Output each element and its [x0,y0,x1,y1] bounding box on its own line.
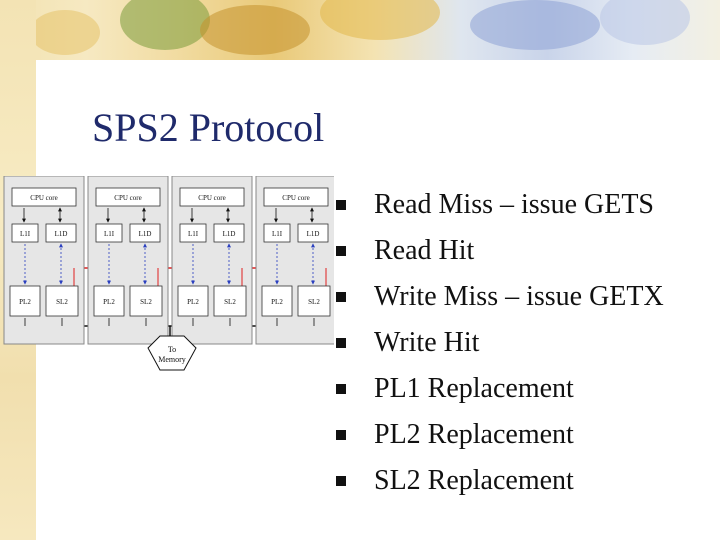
sl2-label: SL2 [224,298,236,306]
l1i-cache-box [179,223,207,243]
bullet-text: SL2 Replacement [374,465,574,496]
cpu-core-label: CPU core [30,194,57,202]
cpu-core-box [11,187,77,207]
bullet-text: PL1 Replacement [374,373,574,404]
square-bullet-icon [336,246,346,256]
sl2-label: SL2 [56,298,68,306]
l1i-cache-box [95,223,123,243]
cpu-core-box [179,187,245,207]
bullet-text: Read Miss – issue GETS [374,189,654,220]
l1d-cache-box [213,223,245,243]
memory-box [147,335,197,371]
sl2-cache-box [297,285,331,317]
bullet-text: Read Hit [374,235,475,266]
memory-label: Memory [158,355,186,364]
cpu-core-box [95,187,161,207]
sl2-cache-box [129,285,163,317]
square-bullet-icon [336,338,346,348]
bullet-list: Read Miss – issue GETS Read Hit Write Mi… [336,182,664,504]
l1i-label: L1I [20,230,31,238]
leaf-decoration [470,0,600,50]
l1i-label: L1I [272,230,283,238]
square-bullet-icon [336,430,346,440]
leaf-decoration [120,0,210,50]
sl2-label: SL2 [140,298,152,306]
pl2-cache-box [9,285,41,317]
decorative-header-banner [0,0,720,60]
pl2-cache-box [261,285,293,317]
sl2-cache-box [45,285,79,317]
bullet-item: PL1 Replacement [336,366,664,412]
leaf-decoration [200,5,310,55]
square-bullet-icon [336,292,346,302]
square-bullet-icon [336,476,346,486]
bullet-item: SL2 Replacement [336,458,664,504]
bullet-item: Write Miss – issue GETX [336,274,664,320]
leaf-decoration [320,0,440,40]
l1i-cache-box [263,223,291,243]
bullet-text: PL2 Replacement [374,419,574,450]
cpu-core-label: CPU core [198,194,225,202]
l1i-label: L1I [104,230,115,238]
square-bullet-icon [336,200,346,210]
bullet-text: Write Miss – issue GETX [374,281,664,312]
l1i-cache-box [11,223,39,243]
slide-title: SPS2 Protocol [92,105,325,150]
sl2-label: SL2 [308,298,320,306]
bullet-item: Write Hit [336,320,664,366]
cpu-core-box [263,187,329,207]
leaf-decoration [30,10,100,55]
pl2-cache-box [93,285,125,317]
memory-label: To [168,345,176,354]
l1d-cache-box [45,223,77,243]
cpu-core-label: CPU core [282,194,309,202]
pl2-label: PL2 [19,298,31,306]
l1i-label: L1I [188,230,199,238]
pl2-cache-box [177,285,209,317]
pl2-label: PL2 [103,298,115,306]
bullet-item: PL2 Replacement [336,412,664,458]
l1d-label: L1D [307,230,320,238]
l1d-label: L1D [55,230,68,238]
l1d-cache-box [129,223,161,243]
bullet-item: Read Miss – issue GETS [336,182,664,228]
square-bullet-icon [336,384,346,394]
bullet-item: Read Hit [336,228,664,274]
l1d-label: L1D [139,230,152,238]
cpu-core-label: CPU core [114,194,141,202]
l1d-label: L1D [223,230,236,238]
leaf-decoration [600,0,690,45]
bullet-text: Write Hit [374,327,480,358]
pl2-label: PL2 [187,298,199,306]
pl2-label: PL2 [271,298,283,306]
sl2-cache-box [213,285,247,317]
l1d-cache-box [297,223,329,243]
